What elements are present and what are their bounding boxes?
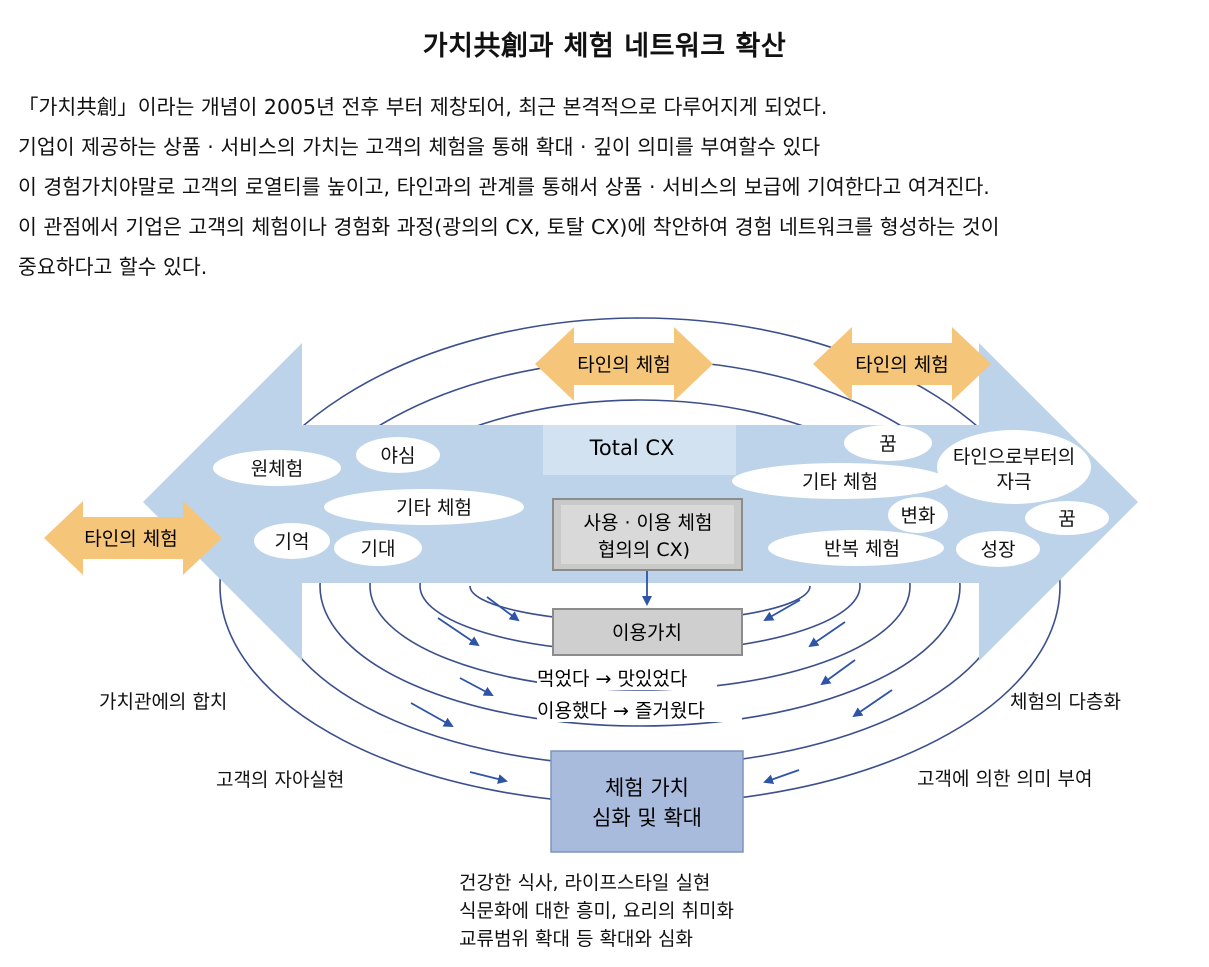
intro-line: 「가치共創」이라는 개념이 2005년 전후 부터 제창되어, 최근 본격적으로… — [18, 95, 828, 119]
intro-line: 이 경험가치야말로 고객의 로열티를 높이고, 타인과의 관계를 통해서 상품 … — [18, 175, 990, 199]
flow-arrow — [763, 769, 800, 785]
usage-experience-box-inner — [561, 505, 734, 564]
bubble-label: 기대 — [361, 538, 396, 560]
usage-experience-label: 협의의 CX) — [598, 539, 690, 561]
label-meaning-by-customer: 고객에 의한 의미 부여 — [917, 768, 1092, 790]
experience-value-label: 심화 및 확대 — [592, 806, 702, 830]
usage-value-box — [552, 608, 743, 656]
inward-flow-arrows — [410, 596, 893, 785]
orange-arrow-top-right: 타인의 체험 — [813, 327, 991, 401]
bubble-label: 성장 — [981, 539, 1016, 561]
bubble-stimulus-from-others — [937, 430, 1091, 504]
bubble-label: 기타 체험 — [396, 497, 472, 519]
bubble-label: 꿈 — [879, 433, 896, 455]
bubble-label: 반복 체험 — [824, 538, 900, 560]
orange-arrow-left: 타인의 체험 — [44, 501, 222, 575]
ring-3-bottom — [319, 585, 961, 727]
bubble-label: 변화 — [901, 505, 936, 527]
usage-example-bg — [537, 664, 717, 690]
bubble-change — [888, 497, 948, 533]
bubble-dream-top — [844, 425, 932, 461]
orange-arrow-label: 타인의 체험 — [855, 354, 948, 376]
usage-experience-label: 사용 · 이용 체험 — [583, 512, 712, 534]
bubble-growth — [956, 531, 1040, 567]
flow-arrow — [410, 702, 454, 727]
flow-arrow — [808, 621, 846, 648]
flow-arrow — [820, 659, 856, 686]
bubble-memory — [254, 523, 330, 559]
outcome-line: 건강한 식사, 라이프스타일 실현 — [459, 872, 710, 894]
bubble-expectation — [334, 530, 422, 566]
value-cocreation-diagram: Total CX 타인의 체험 타인의 체험 타인의 체험 원체험 야심 기타 … — [44, 317, 1138, 950]
bubble-label: 타인으로부터의 — [953, 446, 1075, 468]
bubble-label: 자극 — [997, 471, 1032, 493]
bubble-ambition — [356, 437, 440, 473]
flow-arrow — [852, 689, 893, 718]
intro-line: 이 관점에서 기업은 고객의 체험이나 경험화 과정(광의의 CX, 토탈 CX… — [18, 215, 1000, 239]
experience-value-label: 체험 가치 — [605, 776, 689, 800]
usage-example-bg — [537, 696, 742, 722]
total-cx-label: Total CX — [589, 436, 675, 460]
usage-example: 먹었다 → 맛있었다 — [537, 668, 687, 690]
label-multi-layer: 체험의 다층화 — [1010, 691, 1121, 713]
bubble-label: 기억 — [275, 531, 310, 553]
orange-arrow-label: 타인의 체험 — [577, 354, 670, 376]
flow-arrow — [459, 677, 494, 696]
total-cx-panel — [543, 425, 736, 475]
orange-arrow-top-left: 타인의 체험 — [535, 327, 713, 401]
bubble-label: 야심 — [381, 445, 416, 467]
bubble-other-experience-right — [732, 463, 948, 499]
bubble-repeated-experience — [768, 530, 944, 566]
bubble-label: 원체험 — [251, 458, 303, 480]
usage-example: 이용했다 → 즐거웠다 — [537, 700, 705, 722]
flow-arrow — [469, 771, 508, 784]
label-value-alignment: 가치관에의 합치 — [99, 691, 227, 713]
intro-line: 중요하다고 할수 있다. — [18, 255, 208, 279]
experience-value-box — [550, 750, 744, 853]
bubble-dream-right — [1025, 501, 1109, 535]
flow-arrow — [437, 617, 480, 647]
intro-line: 기업이 제공하는 상품 · 서비스의 가치는 고객의 체험을 통해 확대 · 깊… — [18, 135, 821, 159]
outcome-line: 교류범위 확대 등 확대와 심화 — [459, 928, 693, 950]
flow-arrow — [486, 596, 520, 622]
bubble-label: 꿈 — [1058, 508, 1075, 530]
left-bubbles — [213, 437, 524, 566]
label-self-realization: 고객의 자아실현 — [216, 769, 344, 791]
bubble-label: 기타 체험 — [802, 471, 878, 493]
orange-arrow-label: 타인의 체험 — [84, 528, 177, 550]
right-bubbles — [732, 425, 1109, 567]
usage-value-label: 이용가치 — [612, 622, 682, 644]
bubble-other-experience-left — [324, 489, 524, 525]
page-title: 가치共創과 체험 네트워크 확산 — [422, 31, 787, 62]
outcome-line: 식문화에 대한 흥미, 요리의 취미화 — [459, 900, 734, 922]
flow-arrow — [763, 599, 801, 621]
bubble-original-experience — [213, 450, 341, 486]
